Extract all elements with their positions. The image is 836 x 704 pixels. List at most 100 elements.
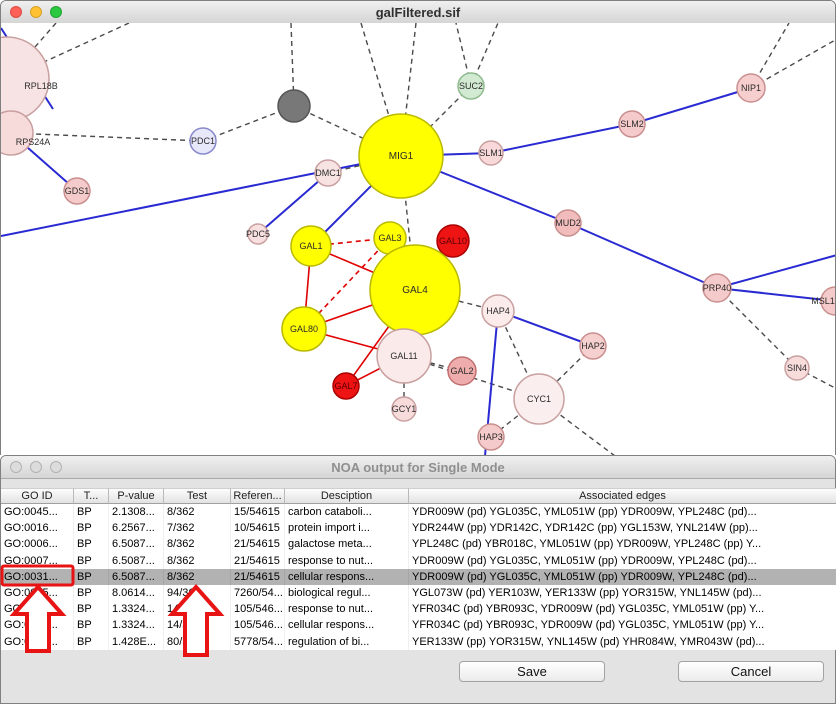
zoom-button[interactable] [50, 6, 62, 18]
cell: YFR034C (pd) YBR093C, YDR009W (pd) YGL03… [409, 601, 836, 617]
node-label: HAP4 [486, 306, 510, 316]
cell: GO:0050... [1, 633, 74, 650]
edge [716, 287, 798, 369]
cell: 8/362 [164, 552, 231, 569]
node-SLM1[interactable] [478, 140, 504, 166]
cell: 94/362 [164, 584, 231, 602]
node-label: HAP3 [479, 432, 503, 442]
cell: 2.1308... [109, 504, 164, 521]
edge [490, 123, 633, 154]
node-PDC1[interactable] [189, 127, 217, 155]
node-label: MUD2 [555, 218, 581, 228]
node-MIG1[interactable] [358, 113, 444, 199]
node-NIP1[interactable] [736, 73, 766, 103]
noa-window-titlebar[interactable]: NOA output for Single Mode [1, 456, 835, 479]
cell: 8/362 [164, 504, 231, 521]
node-GAL11[interactable] [376, 328, 432, 384]
cell: GO:0065... [1, 584, 74, 602]
node-label: NIP1 [741, 83, 761, 93]
column-header-3[interactable]: Test [164, 488, 231, 504]
node-GAL7[interactable] [332, 372, 360, 400]
graph-window-titlebar[interactable]: galFiltered.sif [1, 1, 835, 24]
node-PDC5[interactable] [247, 223, 269, 245]
node-CYC1[interactable] [513, 373, 565, 425]
zoom-button[interactable] [50, 461, 62, 473]
cell: YGL073W (pd) YER103W, YER133W (pp) YOR31… [409, 585, 836, 601]
cell: 21/54615 [231, 568, 285, 585]
column-header-4[interactable]: Referen... [231, 488, 285, 504]
column-header-5[interactable]: Desciption [285, 488, 409, 504]
node-label: SLM1 [479, 148, 503, 158]
node-label: GAL10 [439, 236, 467, 246]
network-graph[interactable]: RPL18BRPS24AGDS1PDC1DMC1MIG1SUC2SLM1SLM2… [1, 23, 835, 455]
cell: 6.5087... [109, 536, 164, 553]
cell: biological regul... [285, 584, 409, 602]
close-button[interactable] [10, 6, 22, 18]
cell: 21/54615 [231, 552, 285, 569]
edge [257, 172, 329, 235]
cell: 21/54615 [231, 536, 285, 553]
cell: 14/362 [164, 617, 231, 634]
node-label: RPL18B [24, 81, 58, 91]
node-SUC2[interactable] [457, 72, 485, 100]
node-GAL2[interactable] [447, 356, 477, 386]
node-GCY1[interactable] [391, 396, 417, 422]
node-MUD2[interactable] [554, 209, 582, 237]
cell: GO:0006... [1, 536, 74, 553]
cell: GO:0045... [1, 504, 74, 521]
column-header-2[interactable]: P-value [109, 488, 164, 504]
node-RPS24A[interactable] [1, 110, 34, 156]
cell: 7/362 [164, 520, 231, 537]
column-header-6[interactable]: Associated edges [409, 488, 836, 504]
cell: response to nut... [285, 552, 409, 569]
cell: BP [74, 633, 109, 650]
close-button[interactable] [10, 461, 22, 473]
cell: GO:0016... [1, 520, 74, 537]
cell: 1.3324... [109, 617, 164, 634]
node-MSL1[interactable] [820, 286, 835, 316]
node-GAL10[interactable] [436, 224, 470, 258]
cell: BP [74, 601, 109, 618]
minimize-button[interactable] [30, 461, 42, 473]
node-GAL80[interactable] [281, 306, 327, 352]
edge [567, 222, 718, 289]
minimize-button[interactable] [30, 6, 42, 18]
node-SIN4[interactable] [784, 355, 810, 381]
cell: response to nut... [285, 601, 409, 618]
node-label: MSL1 [811, 296, 835, 306]
node-label: DMC1 [315, 168, 341, 178]
column-header-1[interactable]: T... [74, 488, 109, 504]
cell: 10/54615 [231, 520, 285, 537]
cell: GO:0007... [1, 552, 74, 569]
node-label: GAL11 [390, 351, 417, 361]
cell: BP [74, 584, 109, 602]
node-GDS1[interactable] [63, 177, 91, 205]
node-HAP4[interactable] [481, 294, 515, 328]
node-PRP40[interactable] [702, 273, 732, 303]
edge [750, 39, 835, 89]
node-DMC1[interactable] [314, 159, 342, 187]
node-GAL1[interactable] [290, 225, 332, 267]
edge [796, 367, 835, 389]
cancel-button[interactable]: Cancel [678, 661, 824, 682]
cell: GO:0031... [1, 568, 74, 585]
node-SLM2[interactable] [618, 110, 646, 138]
cell: 105/546... [231, 617, 285, 634]
node-HAP3[interactable] [477, 423, 505, 451]
save-button[interactable]: Save [459, 661, 605, 682]
node-RPL18B[interactable] [1, 36, 50, 122]
node-unlabeled[interactable] [277, 89, 311, 123]
column-header-0[interactable]: GO ID [1, 488, 74, 504]
cell: 6.5087... [109, 568, 164, 585]
node-HAP2[interactable] [579, 332, 607, 360]
